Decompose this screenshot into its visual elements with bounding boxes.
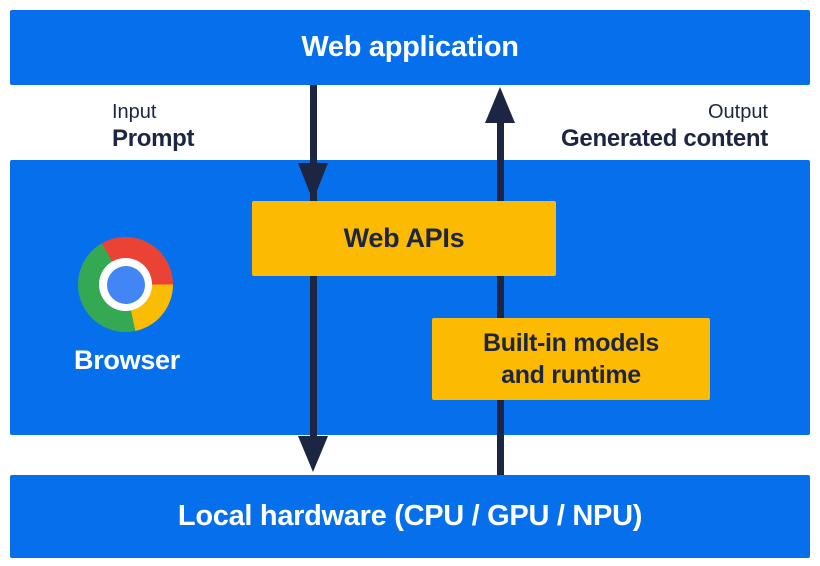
output-label: Output [707, 101, 768, 123]
input-label: Input [112, 101, 157, 123]
prompt-label: Prompt [112, 125, 195, 152]
input-flow-label: Input Prompt [112, 99, 195, 153]
layer-local-hardware: Local hardware (CPU / GPU / NPU) [10, 475, 810, 558]
generated-content-label: Generated content [561, 125, 768, 152]
builtin-models-label-line2: and runtime [501, 361, 641, 389]
chrome-logo-icon [78, 237, 173, 332]
output-arrow-shaft [497, 120, 504, 475]
output-arrow-head-icon [485, 87, 515, 123]
local-hardware-label: Local hardware (CPU / GPU / NPU) [177, 500, 643, 532]
browser-label: Browser [74, 345, 180, 375]
input-arrow-head-icon [298, 163, 328, 201]
web-application-label: Web application [301, 31, 519, 63]
chrome-logo-center [106, 265, 145, 304]
builtin-models-box: Built-in models and runtime [432, 318, 710, 400]
builtin-models-label-line1: Built-in models [482, 329, 660, 357]
web-apis-label: Web APIs [343, 223, 465, 253]
web-apis-box: Web APIs [252, 201, 556, 276]
input-arrow-bottom-head-icon [298, 436, 328, 472]
layer-web-application: Web application [10, 10, 810, 85]
output-flow-label: Output Generated content [561, 99, 768, 153]
